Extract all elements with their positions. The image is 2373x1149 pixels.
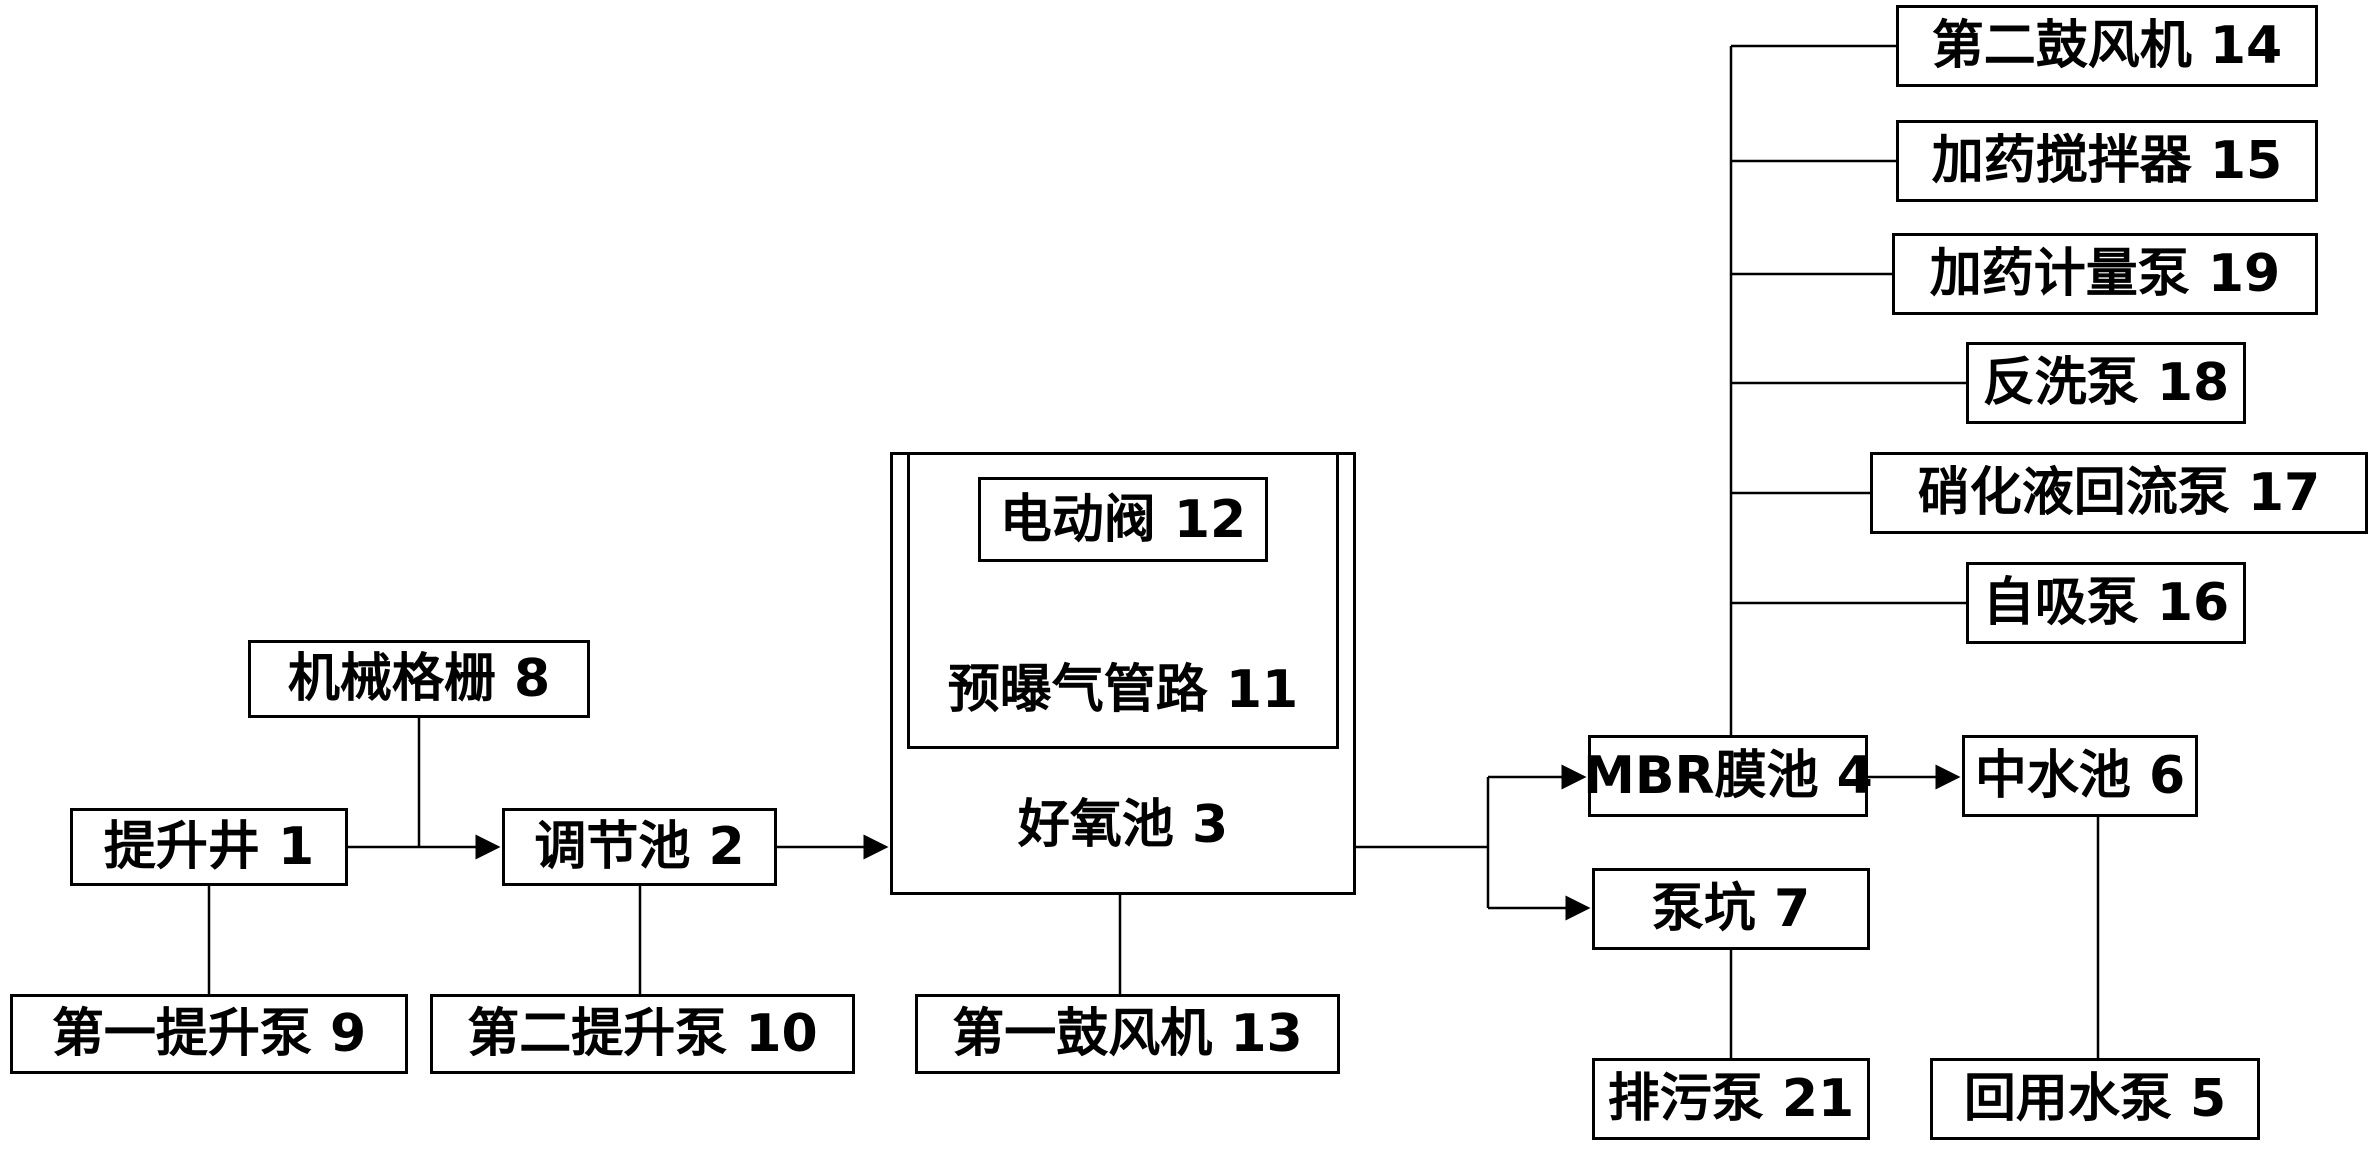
node-electric-valve: 电动阀 12 (978, 477, 1268, 562)
node-regulating-tank: 调节池 2 (502, 808, 777, 886)
node-mechanical-grille: 机械格栅 8 (248, 640, 590, 718)
node-dosing-mixer-label: 加药搅拌器 15 (1931, 131, 2283, 191)
node-reclaimed-water-tank: 中水池 6 (1962, 735, 2198, 817)
node-electric-valve-label: 电动阀 12 (999, 489, 1247, 550)
node-first-blower-label: 第一鼓风机 13 (952, 1004, 1303, 1064)
node-mechanical-grille-label: 机械格栅 8 (287, 649, 551, 709)
connectors (207, 44, 2100, 1058)
node-reuse-pump-label: 回用水泵 5 (1963, 1069, 2227, 1129)
node-sewage-pump-label: 排污泵 21 (1607, 1069, 1855, 1129)
node-nitrate-reflux-pump: 硝化液回流泵 17 (1870, 452, 2368, 534)
node-second-lift-pump-label: 第二提升泵 10 (467, 1004, 818, 1064)
node-pump-pit-label: 泵坑 7 (1651, 879, 1811, 939)
node-first-lift-pump: 第一提升泵 9 (10, 994, 408, 1074)
node-first-blower: 第一鼓风机 13 (915, 994, 1340, 1074)
node-first-lift-pump-label: 第一提升泵 9 (51, 1004, 367, 1064)
node-pump-pit: 泵坑 7 (1592, 868, 1870, 950)
node-self-priming-pump: 自吸泵 16 (1966, 562, 2246, 644)
node-reclaimed-water-tank-label: 中水池 6 (1974, 746, 2186, 806)
pre-aeration-frame (907, 452, 1339, 749)
node-sewage-pump: 排污泵 21 (1592, 1058, 1870, 1140)
node-mbr-tank: MBR膜池 4 (1583, 735, 1873, 817)
node-dosing-mixer: 加药搅拌器 15 (1896, 120, 2318, 202)
node-self-priming-pump-label: 自吸泵 16 (1982, 573, 2230, 633)
node-dosing-metering-pump: 加药计量泵 19 (1892, 233, 2318, 315)
node-aerobic-tank-label: 好氧池 3 (1017, 795, 1229, 855)
node-regulating-tank-label: 调节池 2 (534, 817, 745, 877)
node-lift-well-label: 提升井 1 (103, 817, 315, 877)
node-second-blower-label: 第二鼓风机 14 (1931, 16, 2283, 76)
node-second-blower: 第二鼓风机 14 (1896, 5, 2318, 87)
node-lift-well: 提升井 1 (70, 808, 348, 886)
node-backwash-pump-label: 反洗泵 18 (1982, 353, 2230, 413)
node-reuse-pump: 回用水泵 5 (1930, 1058, 2260, 1140)
node-dosing-metering-pump-label: 加药计量泵 19 (1929, 244, 2281, 304)
node-pre-aeration-pipe: 预曝气管路 11 (947, 660, 1299, 720)
node-backwash-pump: 反洗泵 18 (1966, 342, 2246, 424)
node-mbr-tank-label: MBR膜池 4 (1583, 746, 1873, 806)
node-second-lift-pump: 第二提升泵 10 (430, 994, 855, 1074)
node-nitrate-reflux-pump-label: 硝化液回流泵 17 (1917, 463, 2321, 523)
